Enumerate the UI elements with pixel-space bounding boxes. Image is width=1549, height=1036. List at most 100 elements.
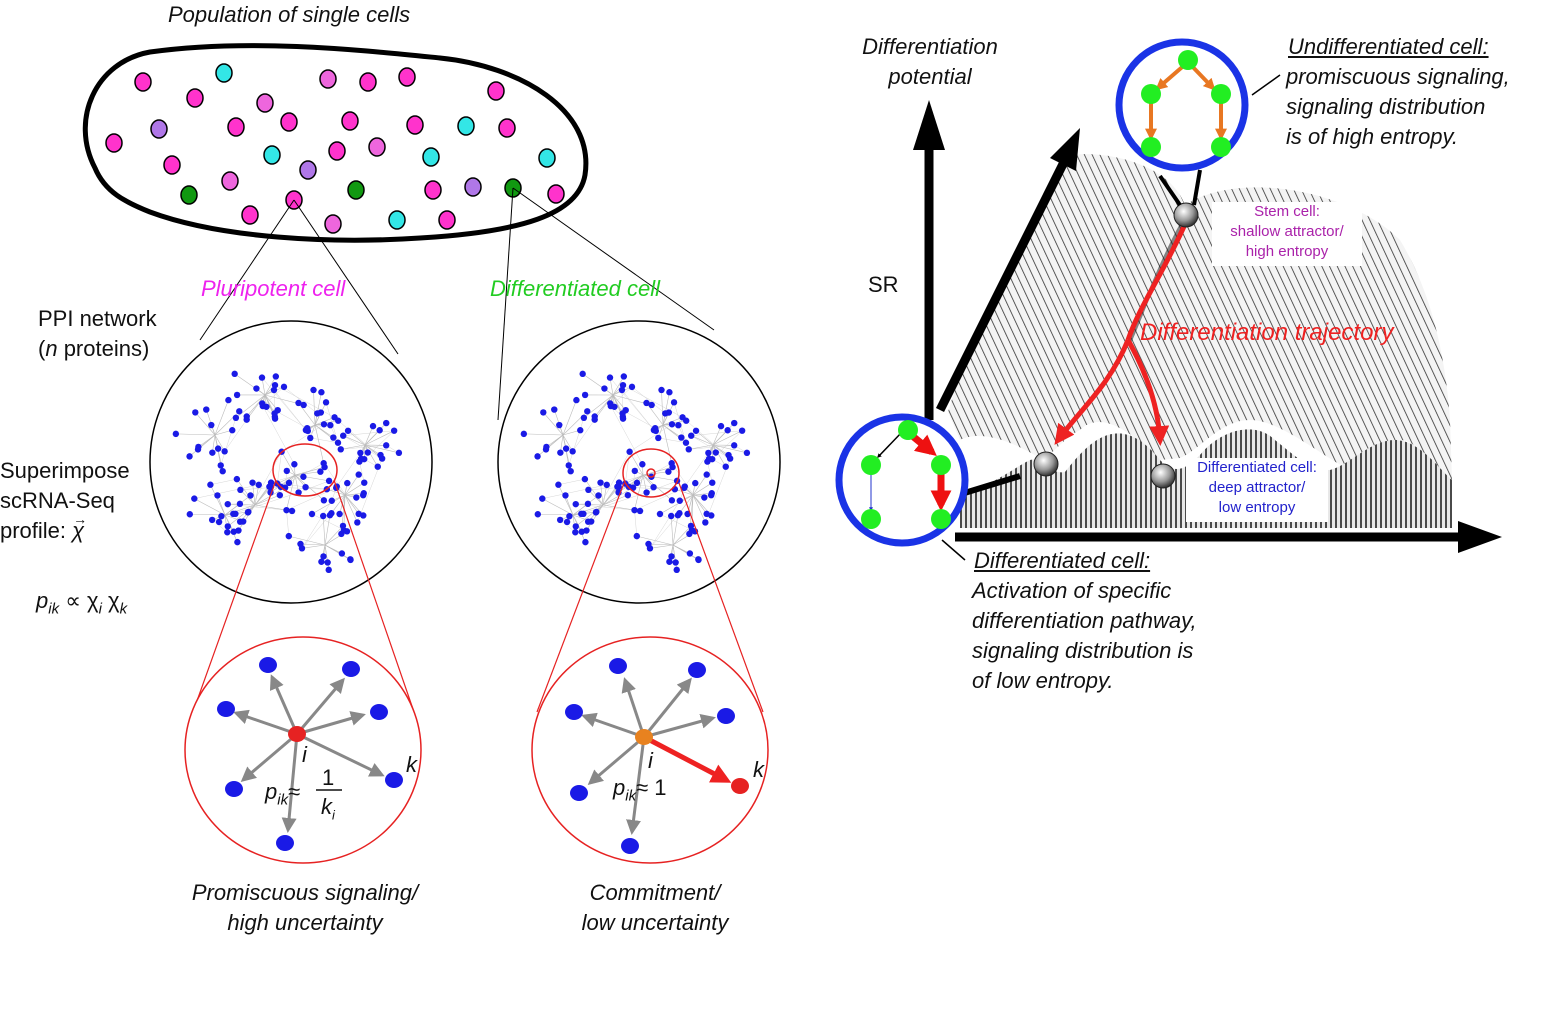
ppi-edge xyxy=(602,487,634,506)
ppi-node xyxy=(607,400,614,407)
ppi-edge xyxy=(344,482,365,496)
ppi-node xyxy=(253,385,260,392)
ppi-node xyxy=(650,483,657,491)
ppi-edge xyxy=(310,437,339,443)
ppi-node xyxy=(330,434,337,441)
ppi-node xyxy=(320,553,327,560)
ppi-edge xyxy=(364,430,380,446)
single-cell xyxy=(263,145,281,165)
zoom-right-approx: ≈ 1 xyxy=(636,775,667,800)
single-cell xyxy=(324,214,342,234)
trajectory-label: Differentiation trajectory xyxy=(1140,319,1394,346)
ppi-node xyxy=(302,483,309,491)
ppi-node xyxy=(555,481,562,488)
ppi-node xyxy=(191,495,198,502)
ppi-node xyxy=(565,462,572,469)
ppi-node xyxy=(712,449,719,456)
ppi-edge xyxy=(314,424,334,438)
ppi-node xyxy=(639,461,646,468)
ppi-node xyxy=(726,455,734,462)
ppi-edge xyxy=(692,482,713,496)
ppi-node xyxy=(247,492,254,499)
committed-arrow xyxy=(642,734,732,783)
ppi-node xyxy=(237,486,244,494)
ppi-edge xyxy=(671,463,707,514)
ppi-node xyxy=(674,512,682,519)
ppi-node xyxy=(620,373,628,380)
ppi-edge xyxy=(254,484,260,506)
ppi-node xyxy=(670,399,678,406)
ppi-node xyxy=(334,439,342,446)
single-cell xyxy=(150,119,168,139)
ppi-edge xyxy=(672,515,679,546)
ppi-rest: proteins) xyxy=(57,336,150,361)
zoom-center-node-left xyxy=(288,726,306,742)
ppi-node xyxy=(224,529,231,536)
ppi-edge xyxy=(343,435,366,446)
ppi-node xyxy=(325,477,333,485)
ppi-edge xyxy=(262,386,285,407)
ppi-node xyxy=(395,449,403,457)
ppi-edge xyxy=(523,433,564,436)
zoom-left-denominator: ki xyxy=(321,792,335,830)
ppi-edge xyxy=(195,412,216,436)
ppi-node xyxy=(543,443,550,451)
ppi-edge xyxy=(646,480,678,493)
zoom-left-den: k xyxy=(321,794,332,819)
ppi-node xyxy=(321,463,328,471)
formula-prop: ∝ χ xyxy=(59,588,99,613)
ppi-node xyxy=(208,421,215,429)
ppi-node xyxy=(298,545,306,552)
signaling-star-commitment xyxy=(581,677,716,835)
ppi-edge xyxy=(610,406,643,465)
ppi-node xyxy=(291,461,298,468)
ppi-edge xyxy=(612,394,623,414)
superimpose-line3: profile: →χ xyxy=(0,511,87,546)
zoom-left-formula: pik≈ xyxy=(265,777,300,815)
ppi-edge xyxy=(264,394,275,414)
ppi-node xyxy=(631,467,639,475)
ppi-node xyxy=(340,432,347,439)
ppi-edge xyxy=(210,478,237,485)
ppi-edge xyxy=(264,394,278,411)
ppi-node xyxy=(231,370,238,378)
ppi-node xyxy=(317,468,324,475)
ppi-node xyxy=(233,391,241,399)
ppi-node xyxy=(619,410,626,417)
ppi-proteins-label: (n proteins) xyxy=(38,334,149,364)
diffbox-line3: low entropy xyxy=(1218,499,1296,516)
ppi-node xyxy=(209,449,216,456)
differentiated-cell-box: Differentiated cell: deep attractor/ low… xyxy=(1186,458,1328,522)
zoom-left-p: p xyxy=(265,779,278,804)
front-edge xyxy=(957,473,1021,498)
ppi-edge xyxy=(712,430,743,446)
zoom-left-k-label: k xyxy=(406,752,417,777)
ppi-node xyxy=(628,383,636,391)
ppi-node xyxy=(562,445,570,452)
ppi-node xyxy=(731,442,738,449)
ppi-edge xyxy=(323,463,359,514)
diffbox-line1: Differentiated cell: xyxy=(1197,459,1317,476)
stem-cell-ball xyxy=(1173,202,1199,228)
ppi-node xyxy=(551,406,558,413)
zoom-right-k-label: k xyxy=(753,757,764,782)
ppi-node xyxy=(308,510,316,518)
ppi-node xyxy=(374,463,381,470)
ppi-edge xyxy=(586,504,604,531)
ppi-node xyxy=(701,494,708,501)
ppi-node xyxy=(580,510,587,518)
ppi-edge xyxy=(314,392,322,426)
ppi-node xyxy=(195,443,202,451)
ppi-node xyxy=(230,528,237,535)
zoom-left-i-label: i xyxy=(302,742,307,767)
ppi-node xyxy=(709,455,716,463)
ppi-node xyxy=(361,479,368,486)
ppi-edge xyxy=(324,544,330,570)
ppi-edge xyxy=(264,376,277,396)
zoom-left-numerator: 1 xyxy=(322,765,335,790)
ppi-node xyxy=(668,421,676,428)
ppi-node xyxy=(172,430,180,438)
connector-line xyxy=(497,187,514,421)
ppi-edge xyxy=(314,424,324,464)
ppi-edge xyxy=(542,498,574,516)
